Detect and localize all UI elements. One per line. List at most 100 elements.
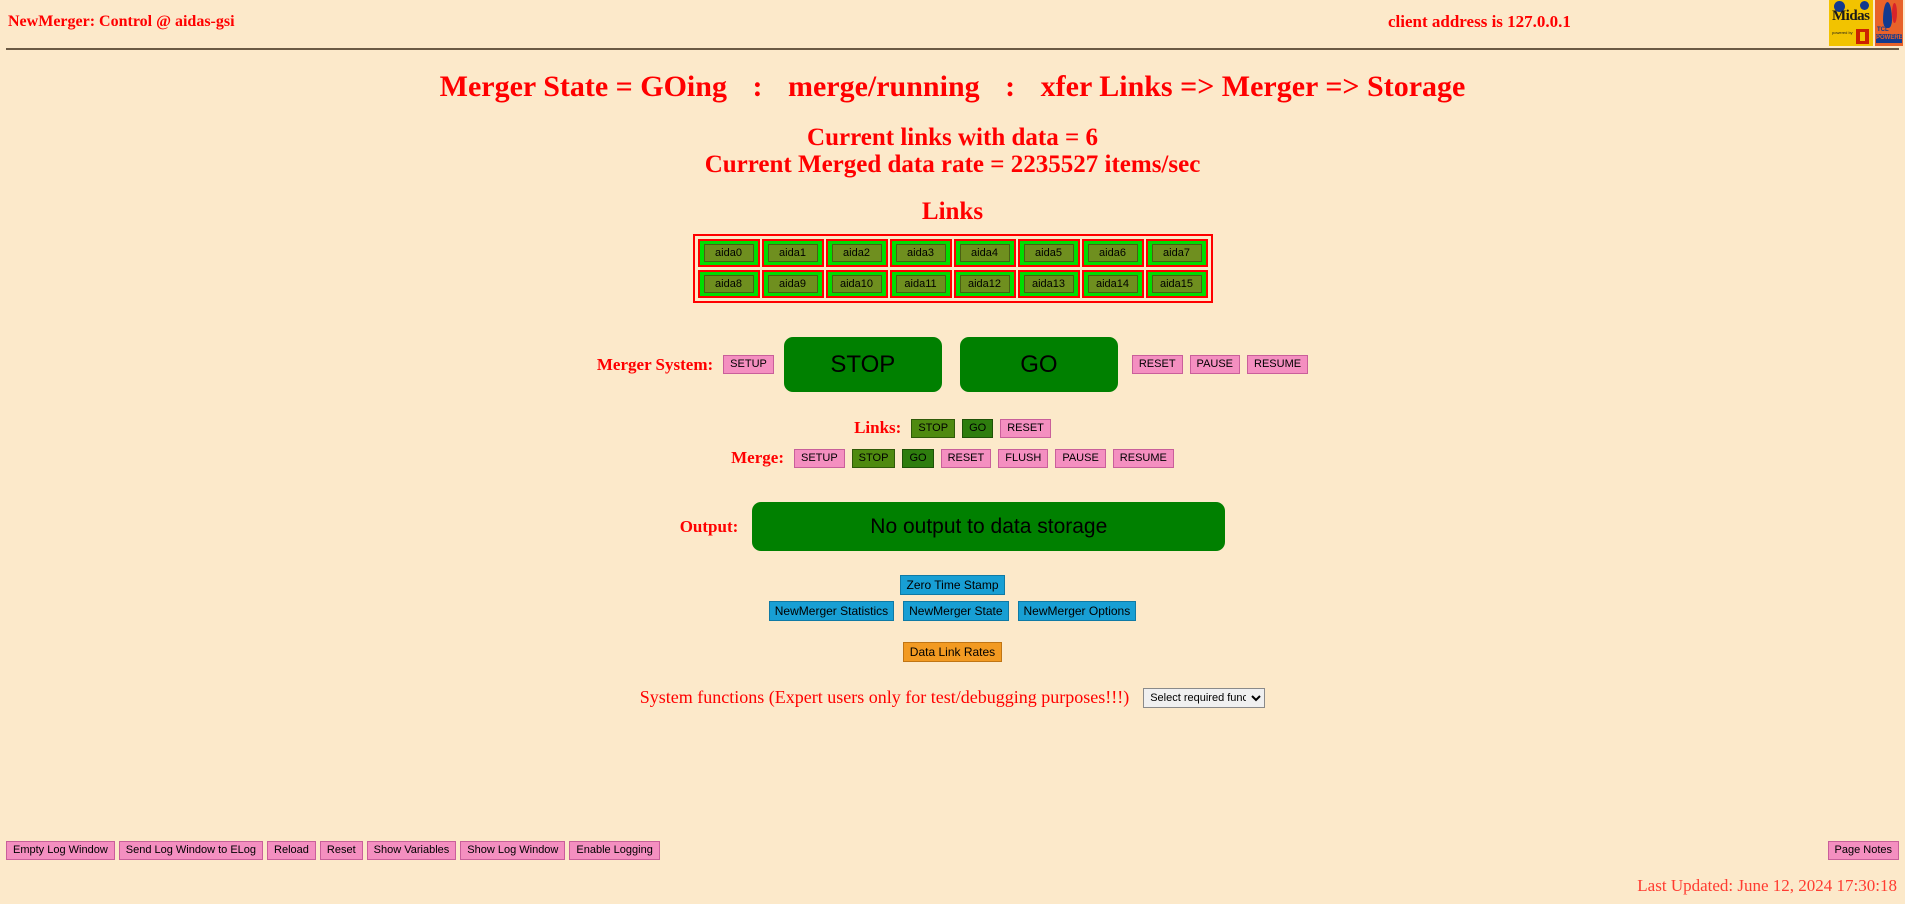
- links-stop-button[interactable]: STOP: [911, 418, 956, 438]
- link-cell[interactable]: aida15: [1145, 270, 1208, 299]
- link-cell[interactable]: aida8: [697, 270, 760, 299]
- tcl-logo-label: TCL: [1877, 27, 1889, 33]
- tcl-powered-label: POWERED: [1876, 34, 1903, 43]
- output-row: Output: No output to data storage: [0, 502, 1905, 552]
- reset-button[interactable]: Reset: [319, 840, 363, 860]
- link-cell[interactable]: aida6: [1081, 239, 1144, 268]
- link-label: aida4: [959, 244, 1010, 263]
- merger-system-go-button[interactable]: GO: [959, 337, 1118, 393]
- link-label: aida9: [767, 275, 818, 294]
- merge-reset-button[interactable]: RESET: [940, 448, 992, 468]
- reload-button[interactable]: Reload: [267, 840, 316, 860]
- merge-go-button[interactable]: GO: [902, 448, 934, 468]
- link-cell[interactable]: aida10: [825, 270, 888, 299]
- newmerger-options-button[interactable]: NewMerger Options: [1017, 601, 1137, 622]
- merged-rate-label: Current Merged data rate = 2235527 items…: [704, 151, 1201, 178]
- link-label: aida8: [703, 275, 754, 294]
- link-label: aida7: [1151, 244, 1202, 263]
- link-cell[interactable]: aida12: [953, 270, 1016, 299]
- merge-stop-button[interactable]: STOP: [851, 448, 896, 468]
- link-label: aida3: [895, 244, 946, 263]
- show-log-window-button[interactable]: Show Log Window: [460, 840, 566, 860]
- system-functions-row: System functions (Expert users only for …: [0, 687, 1905, 708]
- link-cell[interactable]: aida0: [697, 239, 760, 268]
- merger-system-setup-button[interactable]: SETUP: [723, 355, 774, 375]
- link-cell[interactable]: aida7: [1145, 239, 1208, 268]
- links-row-top: aida0 aida1 aida2 aida3 aida4 aida5 aida…: [697, 239, 1208, 268]
- link-cell[interactable]: aida1: [761, 239, 824, 268]
- rate-summary: Current links with data = 6 Current Merg…: [0, 124, 1905, 178]
- merger-system-row: Merger System: SETUP STOP GO RESET PAUSE…: [0, 337, 1905, 393]
- merge-pause-button[interactable]: PAUSE: [1055, 448, 1106, 468]
- midas-dot-right-icon: [1860, 1, 1869, 10]
- link-label: aida12: [959, 275, 1010, 294]
- newmerger-links-row: NewMerger Statistics NewMerger State New…: [0, 601, 1905, 622]
- merger-state-label: Merger State = GOing: [439, 70, 727, 103]
- link-cell[interactable]: aida3: [889, 239, 952, 268]
- merger-system-pause-button[interactable]: PAUSE: [1189, 355, 1241, 375]
- system-functions-label: System functions (Expert users only for …: [639, 687, 1130, 708]
- send-log-window-to-elog-button[interactable]: Send Log Window to ELog: [118, 840, 264, 860]
- link-label: aida2: [831, 244, 882, 263]
- midas-flag-icon: [1856, 29, 1869, 44]
- link-label: aida5: [1023, 244, 1074, 263]
- link-label: aida10: [831, 275, 882, 294]
- merge-resume-button[interactable]: RESUME: [1112, 448, 1174, 468]
- merge-setup-button[interactable]: SETUP: [793, 448, 845, 468]
- link-cell[interactable]: aida5: [1017, 239, 1080, 268]
- tcl-feather-secondary-icon: [1892, 3, 1897, 23]
- newmerger-statistics-button[interactable]: NewMerger Statistics: [768, 601, 895, 622]
- midas-logo-icon: Midas powered by: [1829, 0, 1873, 46]
- data-link-rates-row: Data Link Rates: [0, 642, 1905, 663]
- page-notes-button[interactable]: Page Notes: [1827, 840, 1899, 860]
- links-grid-wrap: aida0 aida1 aida2 aida3 aida4 aida5 aida…: [0, 234, 1905, 304]
- link-cell[interactable]: aida4: [953, 239, 1016, 268]
- state-separator-2: :: [1005, 70, 1016, 103]
- links-control-label: Links:: [854, 418, 902, 438]
- links-section-title: Links: [921, 198, 984, 225]
- empty-log-window-button[interactable]: Empty Log Window: [6, 840, 115, 860]
- link-cell[interactable]: aida11: [889, 270, 952, 299]
- tcl-feather-icon: [1883, 2, 1892, 28]
- merger-system-tail-buttons: RESET PAUSE RESUME: [1131, 355, 1309, 375]
- links-reset-button[interactable]: RESET: [1000, 418, 1051, 438]
- links-with-data-label: Current links with data = 6: [807, 124, 1098, 151]
- merger-system-label: Merger System:: [596, 354, 714, 374]
- merger-system-reset-button[interactable]: RESET: [1131, 355, 1183, 375]
- merger-system-stop-button[interactable]: STOP: [783, 337, 942, 393]
- merge-control-label: Merge:: [731, 448, 784, 468]
- data-flow-label: xfer Links => Merger => Storage: [1040, 70, 1466, 103]
- links-control-row: Links: STOP GO RESET: [0, 418, 1905, 438]
- link-label: aida11: [895, 275, 946, 294]
- header-divider: [6, 48, 1899, 50]
- links-go-button[interactable]: GO: [962, 418, 994, 438]
- midas-dot-left-icon: [1834, 1, 1845, 12]
- last-updated-label: Last Updated: June 12, 2024 17:30:18: [1637, 876, 1897, 895]
- link-label: aida0: [703, 244, 754, 263]
- link-label: aida15: [1151, 275, 1202, 294]
- tcl-logo-icon: TCL POWERED: [1875, 0, 1903, 46]
- link-label: aida13: [1023, 275, 1074, 294]
- system-functions-select[interactable]: Select required function: [1143, 687, 1266, 708]
- newmerger-state-button[interactable]: NewMerger State: [903, 601, 1009, 622]
- link-cell[interactable]: aida2: [825, 239, 888, 268]
- link-cell[interactable]: aida9: [761, 270, 824, 299]
- midas-logo-label: Midas: [1832, 8, 1870, 24]
- merge-control-row: Merge: SETUP STOP GO RESET FLUSH PAUSE R…: [0, 448, 1905, 468]
- client-address: client address is 127.0.0.1: [1388, 12, 1571, 31]
- data-link-rates-button[interactable]: Data Link Rates: [902, 642, 1003, 663]
- link-label: aida14: [1087, 275, 1138, 294]
- link-cell[interactable]: aida13: [1017, 270, 1080, 299]
- links-row-bottom: aida8 aida9 aida10 aida11 aida12 aida13 …: [697, 270, 1208, 299]
- page-title: NewMerger: Control @ aidas-gsi: [8, 13, 235, 30]
- output-status-box[interactable]: No output to data storage: [752, 502, 1226, 552]
- zero-time-stamp-button[interactable]: Zero Time Stamp: [900, 575, 1005, 596]
- top-bar: NewMerger: Control @ aidas-gsi client ad…: [0, 0, 1905, 48]
- show-variables-button[interactable]: Show Variables: [366, 840, 457, 860]
- links-grid: aida0 aida1 aida2 aida3 aida4 aida5 aida…: [692, 234, 1213, 304]
- link-cell[interactable]: aida14: [1081, 270, 1144, 299]
- merge-flush-button[interactable]: FLUSH: [998, 448, 1049, 468]
- merger-system-resume-button[interactable]: RESUME: [1247, 355, 1309, 375]
- merger-state-line: Merger State = GOing : merge/running : x…: [0, 70, 1905, 104]
- enable-logging-button[interactable]: Enable Logging: [569, 840, 660, 860]
